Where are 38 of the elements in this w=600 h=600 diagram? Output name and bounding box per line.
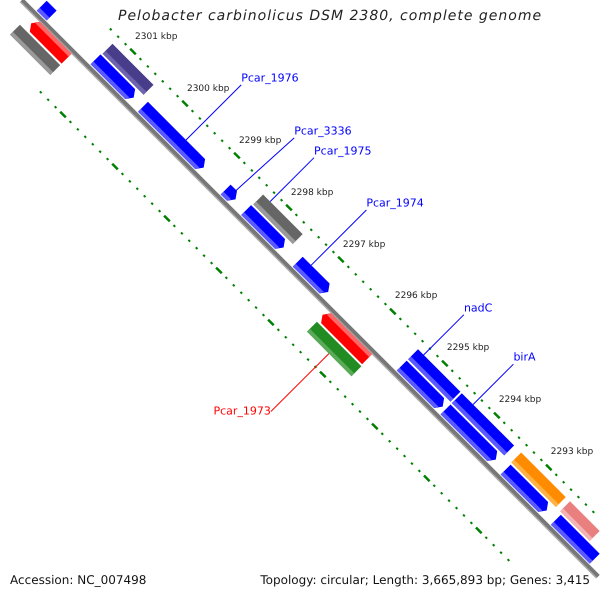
position-label: 2297 kbp	[342, 240, 386, 250]
gene-bar	[102, 44, 154, 95]
gene-label: Pcar_3336	[294, 125, 352, 138]
map-title: Pelobacter carbinolicus DSM 2380, complete genome	[118, 8, 542, 24]
gene-label: Pcar_1973	[213, 405, 271, 418]
genome-summary: Topology: circular; Length: 3,665,893 bp; Genes: 3,415	[259, 574, 591, 588]
gene-label: Pcar_1974	[366, 197, 424, 210]
gene-bar	[307, 322, 362, 376]
position-label: 2296 kbp	[394, 291, 438, 302]
position-label: 2300 kbp	[186, 84, 230, 94]
gene-bar	[138, 102, 206, 169]
leader-line	[472, 364, 514, 405]
gene-bar	[440, 404, 498, 461]
gene-bar	[500, 464, 548, 512]
position-label: 2294 kbp	[498, 395, 542, 406]
gene-label: Pcar_1976	[241, 72, 299, 85]
leader-line	[270, 353, 330, 412]
leader-line	[236, 137, 295, 191]
position-label: 2301 kbp	[135, 32, 178, 42]
leader-line	[270, 157, 314, 202]
position-label: 2298 kbp	[290, 188, 334, 198]
position-label: 2295 kbp	[446, 343, 490, 354]
leader-line	[186, 84, 242, 140]
gene-bar	[36, 0, 57, 20]
leader-line	[423, 314, 464, 356]
position-label: 2293 kbp	[550, 447, 594, 458]
gene-label: nadC	[464, 302, 492, 315]
gene-bar	[220, 184, 237, 201]
gene-label: birA	[513, 352, 536, 364]
gene-bar	[253, 194, 303, 244]
gene-bar	[396, 360, 444, 408]
position-label: 2299 kbp	[238, 136, 282, 146]
accession-text: Accession: NC_007498	[9, 574, 148, 588]
gene-label: Pcar_1975	[314, 145, 372, 158]
gene-bar	[550, 514, 600, 564]
gene-bar	[30, 22, 72, 64]
gene-bar	[292, 256, 330, 294]
leader-line	[310, 210, 367, 266]
